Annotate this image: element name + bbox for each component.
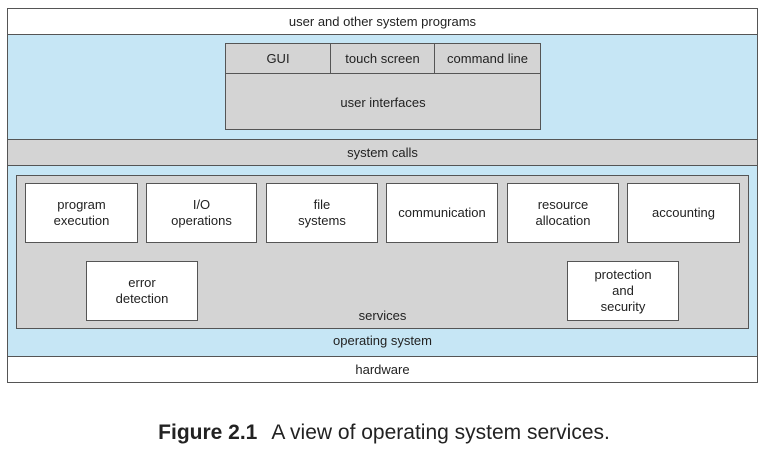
service-program-execution: program execution: [25, 183, 138, 243]
figure-caption-text: A view of operating system services.: [271, 421, 610, 444]
figure-number: Figure 2.1: [158, 421, 258, 444]
gui-box: GUI: [225, 43, 331, 74]
hardware-layer: hardware: [7, 356, 758, 383]
service-file-systems: file systems: [266, 183, 378, 243]
command-line-box: command line: [434, 43, 541, 74]
service-error-detection: error detection: [86, 261, 198, 321]
figure-caption: Figure 2.1 A view of operating system ser…: [0, 420, 768, 446]
touch-screen-box: touch screen: [330, 43, 435, 74]
user-programs-layer: user and other system programs: [7, 8, 758, 35]
user-interfaces-label: user interfaces: [340, 95, 426, 110]
service-protection-security: protection and security: [567, 261, 679, 321]
service-resource-allocation: resource allocation: [507, 183, 619, 243]
service-communication: communication: [386, 183, 498, 243]
service-accounting: accounting: [627, 183, 740, 243]
operating-system-label: operating system: [333, 333, 432, 348]
service-io-operations: I/O operations: [146, 183, 257, 243]
system-calls-layer: system calls: [7, 139, 758, 166]
services-label: services: [358, 308, 407, 323]
